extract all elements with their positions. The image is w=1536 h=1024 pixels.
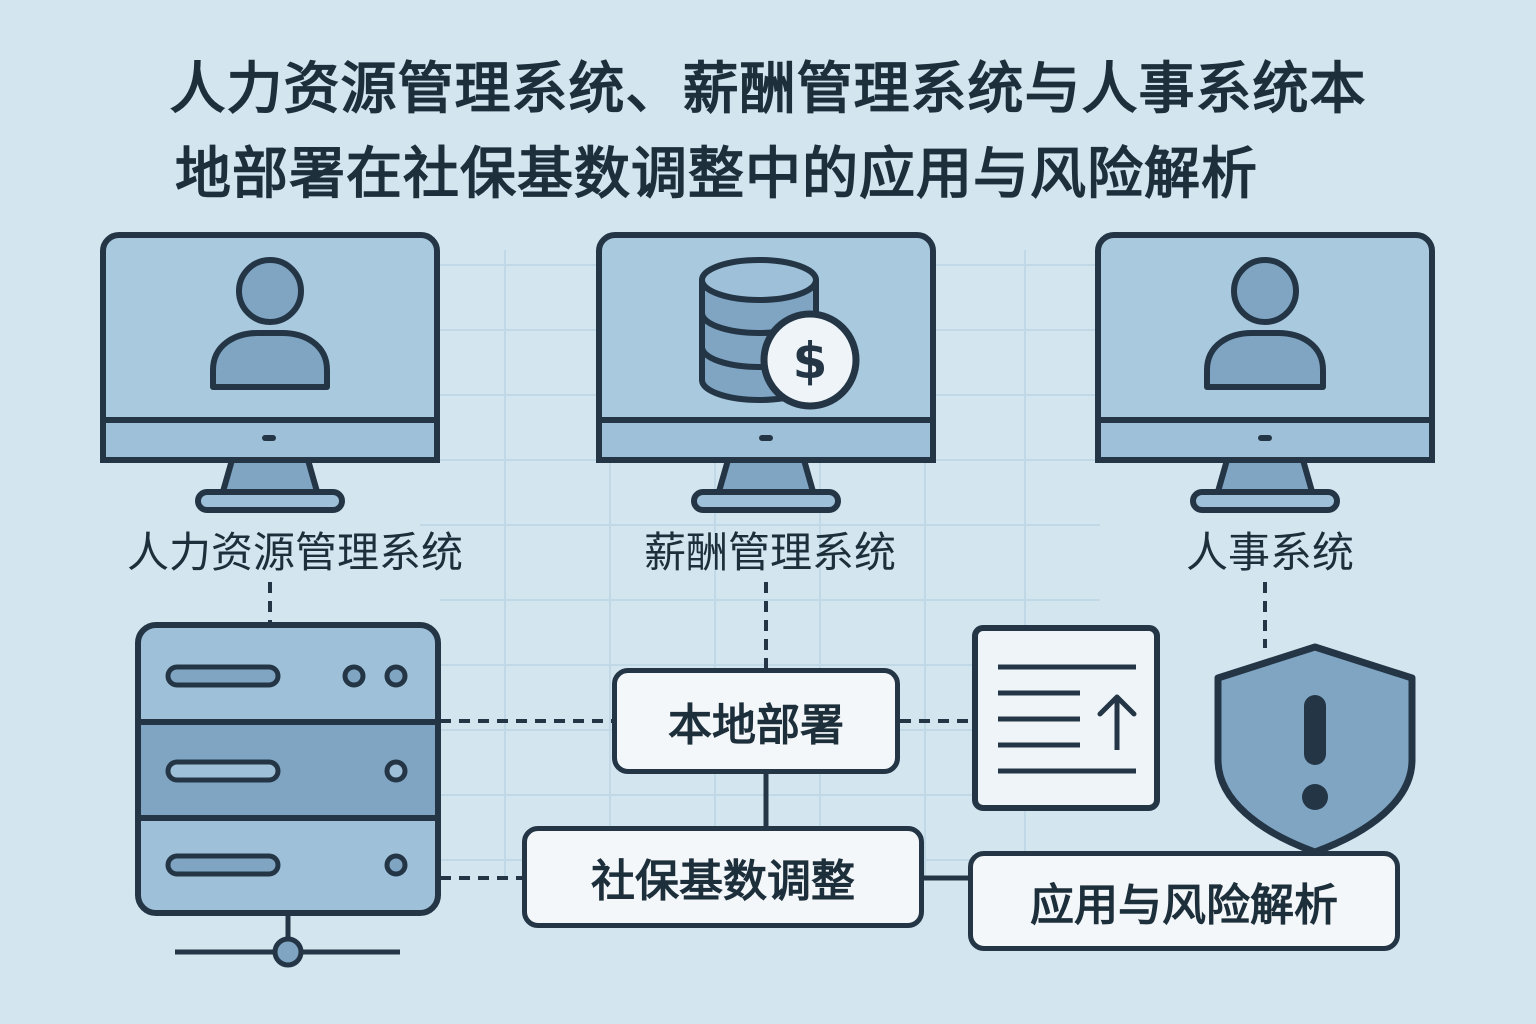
label-hr-system: 人力资源管理系统 (126, 528, 463, 577)
page-title-line-2: 地部署在社保基数调整中的应用与风险解析 (175, 142, 1258, 207)
monitor-payroll: $ (596, 232, 936, 513)
dollar-glyph: $ (793, 332, 828, 390)
page-title-line-1: 人力资源管理系统、薪酬管理系统与人事系统本 (169, 57, 1367, 122)
dollar-coin-icon: $ (760, 310, 860, 410)
connectors (268, 582, 1267, 881)
user-icon (1204, 257, 1326, 390)
monitor-personnel (1095, 232, 1435, 513)
label-payroll-system: 薪酬管理系统 (643, 528, 896, 577)
box-application-risk: 应用与风险解析 (968, 851, 1400, 951)
monitor-hr (100, 232, 440, 513)
server-rack-icon (135, 622, 441, 968)
document-upload-icon (972, 625, 1160, 811)
box-local-deployment: 本地部署 (612, 668, 900, 774)
user-icon (210, 257, 330, 390)
shield-warning-icon (1214, 643, 1416, 856)
box-social-security-base: 社保基数调整 (522, 826, 924, 928)
label-personnel-system: 人事系统 (1185, 528, 1354, 577)
